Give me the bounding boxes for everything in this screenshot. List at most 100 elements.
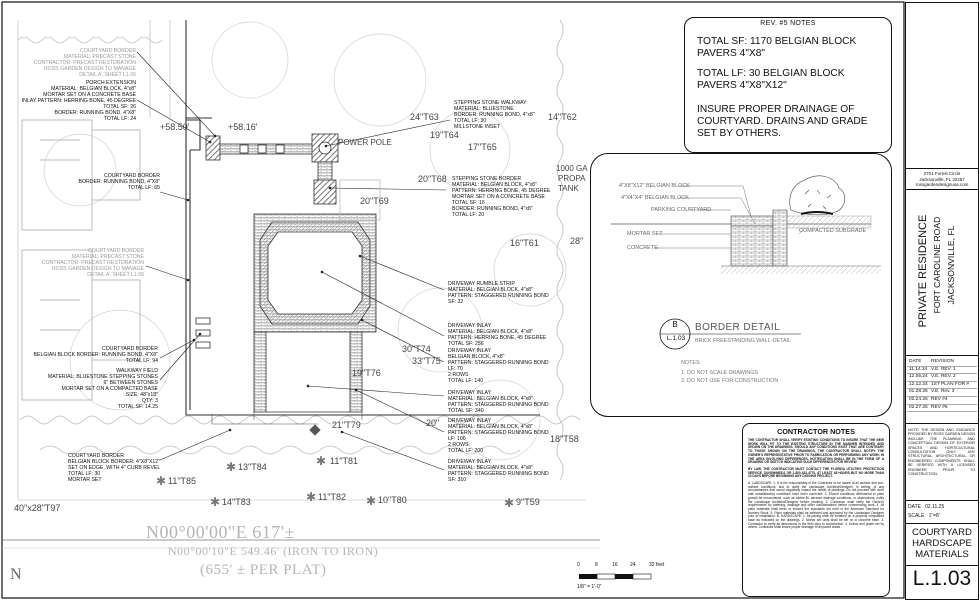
tree-symbol-icon: ✱	[306, 490, 317, 504]
detail-letter: B	[672, 320, 678, 329]
detail-label: 4"X8"X12" BELGIAN BLOCK	[619, 183, 690, 189]
callout-driveway-inlay-lf200: DRIVEWAY INLAY MATERIAL: BELGIAN BLOCK, …	[448, 418, 549, 454]
sheet-number: L.1.03	[912, 567, 972, 590]
elevation-label: 14"T83	[222, 497, 251, 507]
scale-tick: 0	[577, 562, 580, 568]
power-pole-label: POWER POLE	[338, 138, 392, 147]
contractor-notes-box: CONTRACTOR NOTES THE CONTRACTOR SHALL VE…	[742, 423, 890, 597]
elevation-label: 11"T82	[318, 492, 347, 502]
survey-bearing-iron: N00°00'10"E 549.46' (IRON TO IRON)	[168, 544, 379, 558]
date-value: 02.11.25	[925, 504, 945, 510]
elevation-label: 18"T58	[550, 434, 579, 444]
callout-courtyard-border-lf94: COURTYARD BORDER BELGIAN BLOCK BORDER: R…	[33, 346, 158, 364]
callout-driveway-inlay-herring: DRIVEWAY INLAY MATERIAL: BELGIAN BLOCK, …	[448, 323, 547, 347]
elevation-label: 9"T59	[516, 497, 540, 507]
tree-symbol-icon: ✱	[504, 496, 515, 510]
scale-tick: 24	[630, 562, 636, 568]
date-scale-block: DATE 02.11.25 SCALE 1"=8'	[908, 503, 976, 521]
rev5-notes-header: REV. #5 NOTES	[760, 20, 816, 27]
date-label: DATE	[908, 504, 921, 510]
project-street: FORT CAROLINE ROAD	[932, 216, 942, 314]
contractor-notes-intro: THE CONTRACTOR SHALL VERIFY EXISTING CON…	[748, 438, 884, 465]
elevation-label: 24"T63	[410, 112, 439, 122]
tank-label: TANK	[558, 184, 579, 193]
callout-stepping-stone-border: STEPPING STONE BORDER MATERIAL: BELGIAN …	[452, 176, 551, 218]
elevation-label: 19"T64	[430, 130, 459, 140]
survey-plat: (655' ± PER PLAT)	[200, 562, 327, 578]
callout-courtyard-border-curb: COURTYARD BORDER BELGIAN BLOCK BORDER: 4…	[68, 453, 161, 483]
elevation-label: 20"T68	[418, 174, 447, 184]
callout-walkway-field: WALKWAY FIELD MATERIAL: BLUESTONE STEPPI…	[47, 368, 158, 410]
scale-tick: 32 feet	[649, 562, 665, 568]
tree-symbol-icon: ✱	[316, 454, 327, 468]
detail-sheet-ref: L.1.03	[666, 335, 686, 342]
callout-porch-extension: PORCH EXTENSION MATERIAL: BELGIAN BLOCK,…	[21, 80, 136, 122]
callout-courtyard-border-precast: COURTYARD BORDER MATERIAL: PRECAST STONE…	[41, 248, 144, 278]
elevation-label: 17"T65	[468, 142, 497, 152]
scale-value: 1"=8'	[928, 513, 940, 519]
tree-symbol-icon: ✱	[366, 494, 377, 508]
detail-title: BORDER DETAIL	[695, 322, 781, 333]
detail-label: MORTAR SET	[627, 231, 663, 237]
detail-note: 1. DO NOT SCALE DRAWINGS	[681, 370, 758, 376]
elevation-label: 13"T84	[238, 462, 267, 472]
design-disclaimer: NOTE: THE DESIGN AND GUIDANCE PROVIDED B…	[908, 428, 975, 477]
elevation-label: 20"	[426, 418, 440, 428]
contractor-notes-body: A. LANDSCAPE: 1. It is the responsibilit…	[748, 481, 884, 530]
detail-label: COMPACTED SUBGRADE	[799, 228, 867, 234]
rev5-note-drainage: INSURE PROPER DRAINAGE OF COURTYARD. DRA…	[697, 104, 868, 139]
border-detail-box: 4"X8"X12" BELGIAN BLOCK 4"X4"X4" BELGIAN…	[590, 153, 892, 417]
sheet-title: COURTYARD HARDSCAPE MATERIALS	[912, 527, 972, 560]
tree-symbol-icon: ✱	[156, 474, 167, 488]
detail-label: 4"X4"X4" BELGIAN BLOCK	[621, 195, 689, 201]
callout-stepping-stone-walkway: STEPPING STONE WALKWAY MATERIAL: BLUESTO…	[454, 100, 535, 130]
elevation-label: 28"	[570, 236, 584, 246]
tree-symbol-icon: ✱	[226, 460, 237, 474]
elevation-label: +58.16'	[228, 122, 258, 132]
scale-tick: 8	[595, 562, 598, 568]
border-detail-section	[611, 175, 881, 350]
scale-bar-graphic	[579, 573, 652, 580]
project-city: JACKSONVILLE, FL	[946, 225, 956, 305]
rev5-notes-box: REV. #5 NOTES TOTAL SF: 1170 BELGIAN BLO…	[684, 17, 892, 153]
callout-courtyard-border-lf65: COURTYARD BORDER BORDER: RUNNING BOND, 4…	[78, 173, 160, 191]
project-name: PRIVATE RESIDENCE	[917, 214, 929, 328]
tank-label: PROPA	[558, 174, 586, 183]
scale-label: 1/8" = 1'-0"	[577, 584, 602, 590]
detail-label: CONCRETE	[627, 245, 658, 251]
elevation-label: 11"T85	[168, 476, 197, 486]
elevation-label: 21"T79	[332, 420, 361, 430]
contractor-notes-title: CONTRACTOR NOTES	[777, 427, 855, 436]
rev5-note-pavers-lf: TOTAL LF: 30 BELGIAN BLOCK PAVERS 4"X8"X…	[697, 68, 845, 91]
elevation-label: 40"x28"T97	[14, 503, 61, 513]
scale-tick: 16	[612, 562, 618, 568]
survey-bearing: N00°00'00"E 617'±	[146, 522, 295, 542]
callout-driveway-inlay-rows: DRIVEWAY INLAY BELGIAN BLOCK, 4"x8" PATT…	[448, 348, 549, 384]
detail-label: PARKING COURTYARD	[651, 207, 712, 213]
contractor-notes-law: BY LAW, THE CONTRACTOR MUST CONTACT THE …	[748, 466, 884, 479]
elevation-label: 11"T81	[330, 456, 359, 466]
elevation-label: 33"T75	[412, 356, 441, 366]
elevation-label: 16"T61	[510, 238, 539, 248]
scale-label: SCALE	[908, 513, 925, 519]
elevation-label: 19"T76	[352, 368, 381, 378]
elevation-label: 20"T69	[360, 196, 389, 206]
tree-symbol-icon: ✱	[210, 495, 221, 509]
detail-subtitle: BRICK FREESTANDING WALL-DETAIL	[695, 338, 792, 344]
elevation-label: 14"T62	[548, 112, 577, 122]
callout-courtyard-border: COURTYARD BORDER MATERIAL: PRECAST STONE…	[33, 48, 136, 78]
callout-driveway-rumble-strip: DRIVEWAY RUMBLE STRIP MATERIAL: BELGIAN …	[448, 281, 549, 305]
elevation-label: 30"T74	[402, 344, 431, 354]
company-address: 2701 Forest Circle Jacksonville, FL 3225…	[915, 171, 969, 188]
detail-note: 2. DO NOT USE FOR CONSTRUCTION	[681, 378, 779, 384]
north-arrow-label: N	[10, 566, 23, 583]
